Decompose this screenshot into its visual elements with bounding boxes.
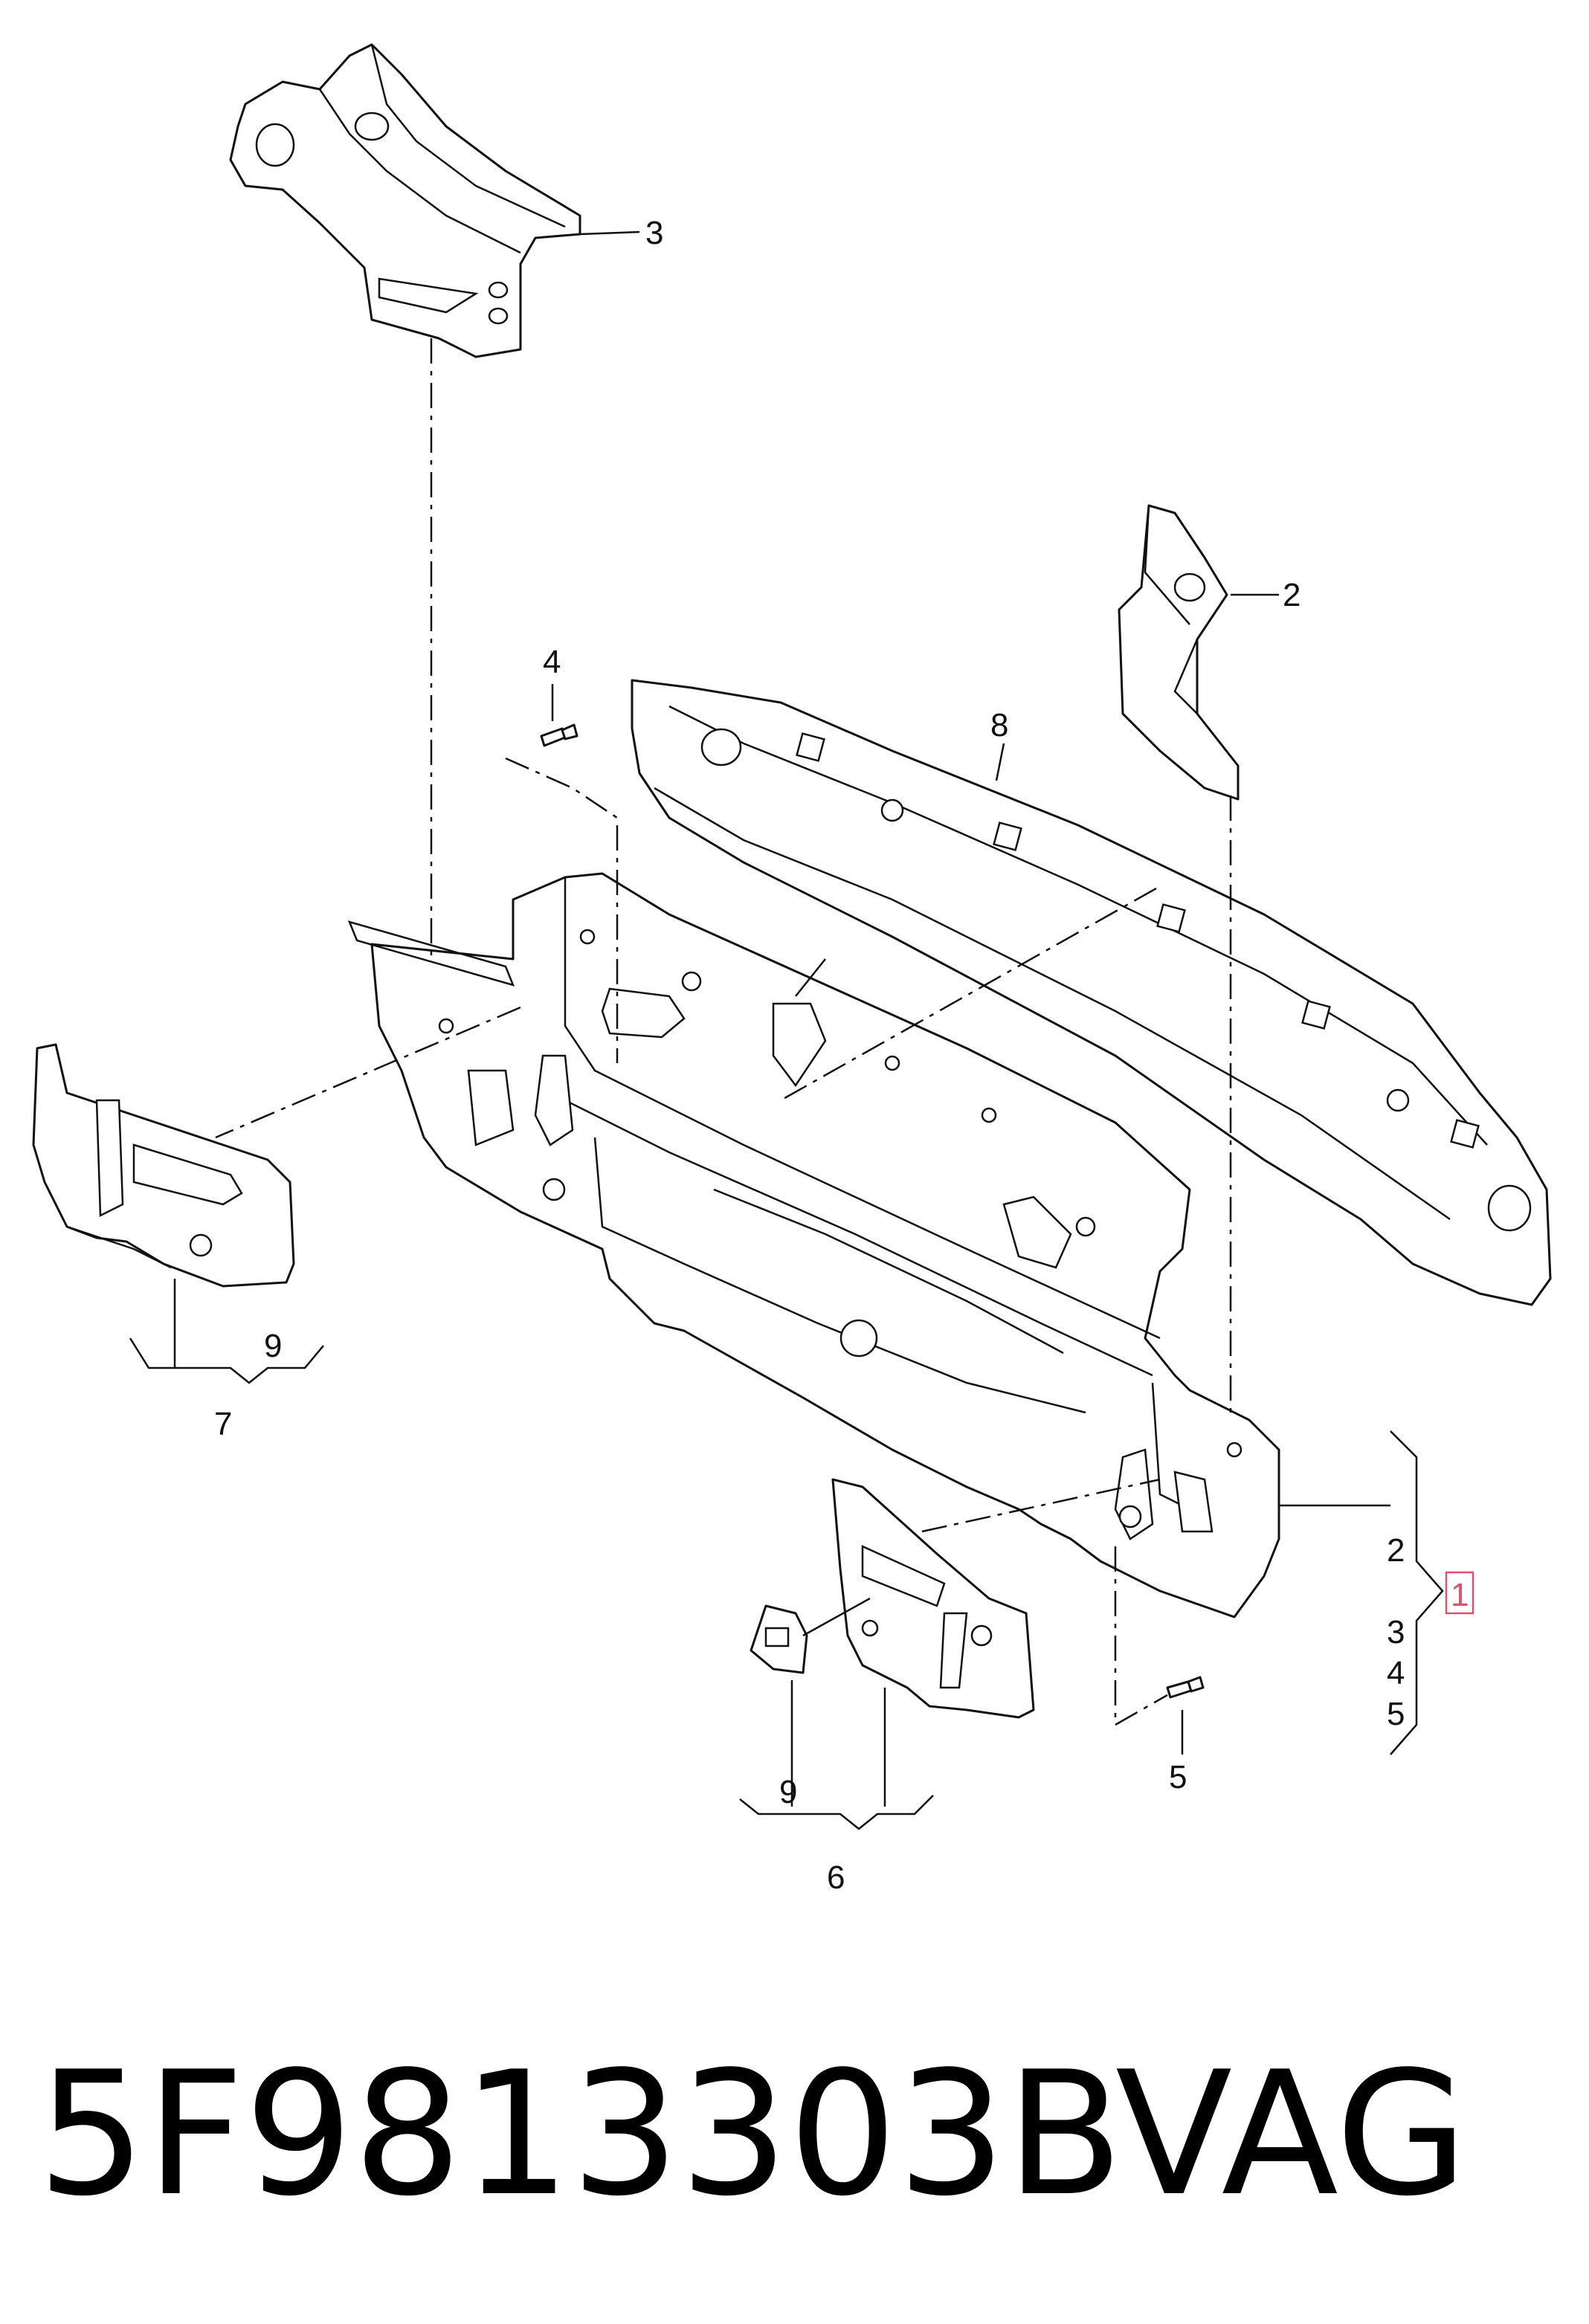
callout-1-highlight (1445, 1571, 1474, 1615)
callout-2-list: 2 (1387, 1532, 1405, 1569)
brand-text: VAG (1115, 2036, 1468, 2234)
part-2-bracket (1118, 504, 1240, 801)
part-3-bracket (229, 43, 581, 358)
part-5-bolt (1166, 1676, 1205, 1699)
callout-5-bottom: 5 (1169, 1759, 1187, 1795)
callout-3-top: 3 (645, 215, 663, 251)
part-1-rear-panel (347, 872, 1280, 1618)
callouts: 3 2 4 8 9 7 1 2 3 4 5 5 9 6 (214, 215, 1474, 1896)
callout-9-left: 9 (264, 1328, 282, 1364)
footer-caption: 5F9813303B VAG (37, 2036, 1468, 2234)
leader-lines (129, 230, 1444, 1830)
callout-1: 1 (1451, 1577, 1469, 1613)
callout-7: 7 (214, 1406, 232, 1442)
callout-4: 4 (543, 644, 561, 680)
part-8-cross-member (631, 679, 1552, 1306)
callout-3-list: 3 (1387, 1614, 1405, 1650)
part-6-bracket (831, 1478, 1035, 1719)
callout-6: 6 (827, 1859, 845, 1896)
assembly-lines (215, 338, 1232, 1727)
callout-9-bottom: 9 (779, 1774, 797, 1810)
callout-8: 8 (990, 707, 1008, 743)
part-9-clip (750, 1604, 808, 1674)
callout-2-top: 2 (1283, 577, 1300, 613)
part-7-bracket (32, 1043, 295, 1288)
callout-4-list: 4 (1387, 1655, 1405, 1691)
part-number-text: 5F9813303B (37, 2036, 1124, 2234)
callout-5-list: 5 (1387, 1696, 1405, 1732)
part-4-bolt (540, 723, 578, 747)
